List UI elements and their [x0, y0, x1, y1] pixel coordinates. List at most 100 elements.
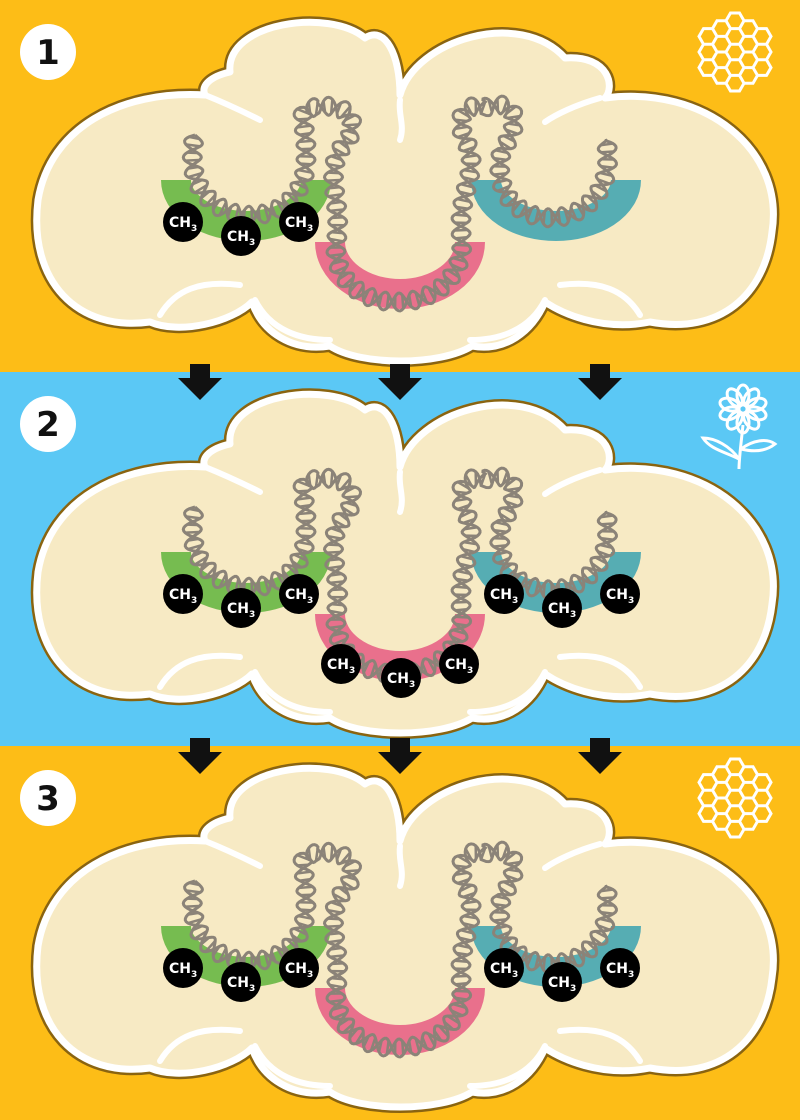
methyl-group: CH3: [221, 588, 261, 628]
methyl-label-sub: 3: [570, 610, 576, 620]
methyl-group: CH3: [163, 574, 203, 614]
down-arrow-icon: [578, 738, 622, 774]
methyl-label: CH3: [227, 229, 255, 248]
methyl-label-main: CH: [606, 961, 628, 977]
methyl-label: CH3: [445, 657, 473, 676]
step-badge: [20, 396, 76, 452]
down-arrow-icon: [378, 738, 422, 774]
methyl-circle: [439, 644, 479, 684]
brain-fold: [396, 843, 405, 889]
brain-fold: [202, 464, 263, 495]
methyl-circle: [221, 216, 261, 256]
brain-fold: [467, 669, 548, 715]
methyl-label: CH3: [387, 671, 415, 690]
methyl-label: CH3: [285, 215, 313, 234]
methyl-label-main: CH: [169, 961, 191, 977]
methyl-label: CH3: [490, 961, 518, 980]
brain-fold: [202, 92, 263, 123]
methyl-group: CH3: [279, 574, 319, 614]
methyl-group: CH3: [221, 216, 261, 256]
brain-fold: [557, 652, 643, 690]
methyl-label-main: CH: [548, 601, 570, 617]
methyl-label: CH3: [169, 215, 197, 234]
methyl-label-sub: 3: [249, 610, 255, 620]
methyl-circle: [163, 202, 203, 242]
methyl-circle: [221, 588, 261, 628]
methyl-group: CH3: [221, 962, 261, 1002]
methyl-label: CH3: [227, 975, 255, 994]
brain-fold: [252, 297, 333, 343]
brain-fold: [157, 280, 243, 318]
methyl-label: CH3: [327, 657, 355, 676]
methyl-circle: [279, 948, 319, 988]
methyl-circle: [163, 948, 203, 988]
methyl-label-main: CH: [227, 229, 249, 245]
brain: [33, 18, 777, 365]
honeycomb-icon: [697, 11, 773, 93]
methyl-label-sub: 3: [570, 984, 576, 994]
methyl-label: CH3: [169, 587, 197, 606]
methyl-label: CH3: [227, 601, 255, 620]
methyl-circle: [600, 574, 640, 614]
brain-fold: [557, 1026, 643, 1064]
brain-fold: [252, 1043, 333, 1089]
methyl-label-main: CH: [227, 975, 249, 991]
down-arrow-icon: [578, 364, 622, 400]
methyl-label: CH3: [490, 587, 518, 606]
flower-petal: [725, 387, 744, 408]
methyl-label: CH3: [285, 961, 313, 980]
methyl-group: CH3: [600, 948, 640, 988]
brain-fold: [202, 838, 263, 869]
methyl-group: CH3: [381, 658, 421, 698]
methyl-label-sub: 3: [249, 238, 255, 248]
brain-fold: [157, 1026, 243, 1064]
methyl-label-sub: 3: [409, 680, 415, 690]
step-badge: [20, 770, 76, 826]
brain-fold: [542, 95, 603, 125]
methyl-label: CH3: [606, 587, 634, 606]
methyl-label-main: CH: [606, 587, 628, 603]
methyl-label-sub: 3: [628, 970, 634, 980]
brain-fold: [467, 297, 548, 343]
methyl-group: CH3: [279, 948, 319, 988]
methyl-label-main: CH: [327, 657, 349, 673]
brain-fold: [542, 841, 603, 871]
methyl-label-sub: 3: [191, 970, 197, 980]
methyl-group: CH3: [163, 202, 203, 242]
honeycomb-icon: [697, 757, 773, 839]
methyl-label-main: CH: [285, 961, 307, 977]
methyl-circle: [279, 574, 319, 614]
dna-rungs: [185, 99, 614, 308]
brain-fold: [396, 97, 405, 143]
methyl-circle: [484, 948, 524, 988]
methyl-group: CH3: [321, 644, 361, 684]
brain: [33, 764, 777, 1111]
brain-fold: [467, 1043, 548, 1089]
methyl-label-main: CH: [490, 961, 512, 977]
methyl-group: CH3: [484, 948, 524, 988]
methyl-circle: [381, 658, 421, 698]
methyl-label-sub: 3: [191, 596, 197, 606]
methyl-circle: [279, 202, 319, 242]
methyl-label-main: CH: [285, 587, 307, 603]
methyl-label-main: CH: [285, 215, 307, 231]
methyl-label: CH3: [606, 961, 634, 980]
dna-strand: [183, 840, 618, 1058]
brain: [33, 390, 777, 737]
methyl-label-main: CH: [227, 601, 249, 617]
methyl-label: CH3: [548, 601, 576, 620]
down-arrow-icon: [378, 364, 422, 400]
methyl-label-sub: 3: [307, 224, 313, 234]
methyl-label: CH3: [169, 961, 197, 980]
dna-strand: [183, 94, 618, 312]
methyl-label-main: CH: [387, 671, 409, 687]
methyl-label-sub: 3: [628, 596, 634, 606]
methyl-label-sub: 3: [307, 596, 313, 606]
step-badge: [20, 24, 76, 80]
methyl-label-main: CH: [169, 215, 191, 231]
honeycomb-cells: [697, 11, 773, 93]
